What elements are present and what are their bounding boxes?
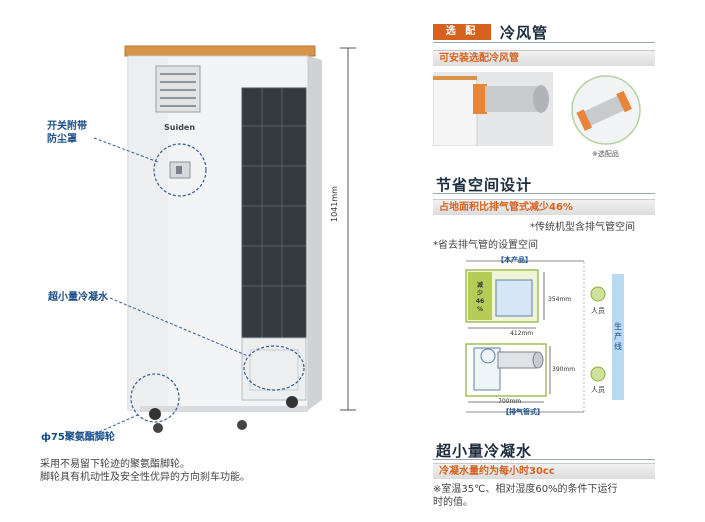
space-band: 占地面积比排气管式减少46% [433,199,655,215]
reduce-char-1: 减 [476,282,483,289]
line-char-3: 线 [614,342,622,351]
condensate-note-line-1: ※室温35℃、相对湿度60%的条件下运行 [433,484,618,495]
reduce-char-4: % [476,306,483,313]
space-comparison-diagram [465,260,624,413]
callout-wheel: ф75聚氨酯脚轮 [41,432,115,443]
condensate-band: 冷凝水量约为每小时30cc [433,463,655,479]
diagram-top-label: 【本产品】 [497,256,532,264]
option-tag: 选 配 [433,24,491,40]
callout-condenser: 超小量冷凝水 [48,292,108,303]
reduce-char-3: 46 [475,298,485,305]
condensate-note-line-2: 时的值。 [433,497,473,508]
wheel-caption-line-2: 脚轮具有机动性及安全性优异的方向刹车功能。 [40,472,250,483]
space-title-rule [433,193,655,194]
callout-switch-cover: 开关附带 防尘罩 [47,121,87,145]
condensate-title-rule [433,459,655,460]
duct-title: 冷风管 [500,24,549,42]
dim-top-height: 354mm [548,296,572,303]
duct-band: 可安装选配冷风管 [433,50,655,66]
dim-bottom-height: 390mm [552,366,576,373]
line-char-1: 生 [614,322,622,331]
height-dimension-label: 1041mm [330,186,339,222]
dim-bottom-width: 700mm [498,398,522,405]
wheel-caption-line-1: 采用不易留下轮迹的聚氨酯脚轮。 [40,459,190,470]
space-note-1: *传统机型含排气管空间 [530,222,635,233]
dim-top-width: 412mm [510,330,534,337]
condensate-title: 超小量冷凝水 [436,442,533,460]
reduce-char-2: 少 [476,290,483,297]
duct-photo-accessory [571,75,641,145]
product-illustration [89,45,356,437]
person-label-top: 人员 [591,307,605,315]
space-note-2: *省去排气管的设置空间 [433,240,538,251]
production-line-label: 生 产 线 [612,322,624,352]
diagram-bottom-label: 【排气管式】 [502,408,544,416]
space-title: 节省空间设计 [436,176,533,194]
duct-title-rule [433,42,655,43]
brand-logo: Suiden [164,123,196,132]
line-char-2: 产 [614,332,622,341]
person-label-bottom: 人员 [591,386,605,394]
reduce-label: 减 少 46 % [472,282,488,314]
duct-photo-installed [433,72,553,146]
accessory-caption: ※选配品 [592,150,619,158]
